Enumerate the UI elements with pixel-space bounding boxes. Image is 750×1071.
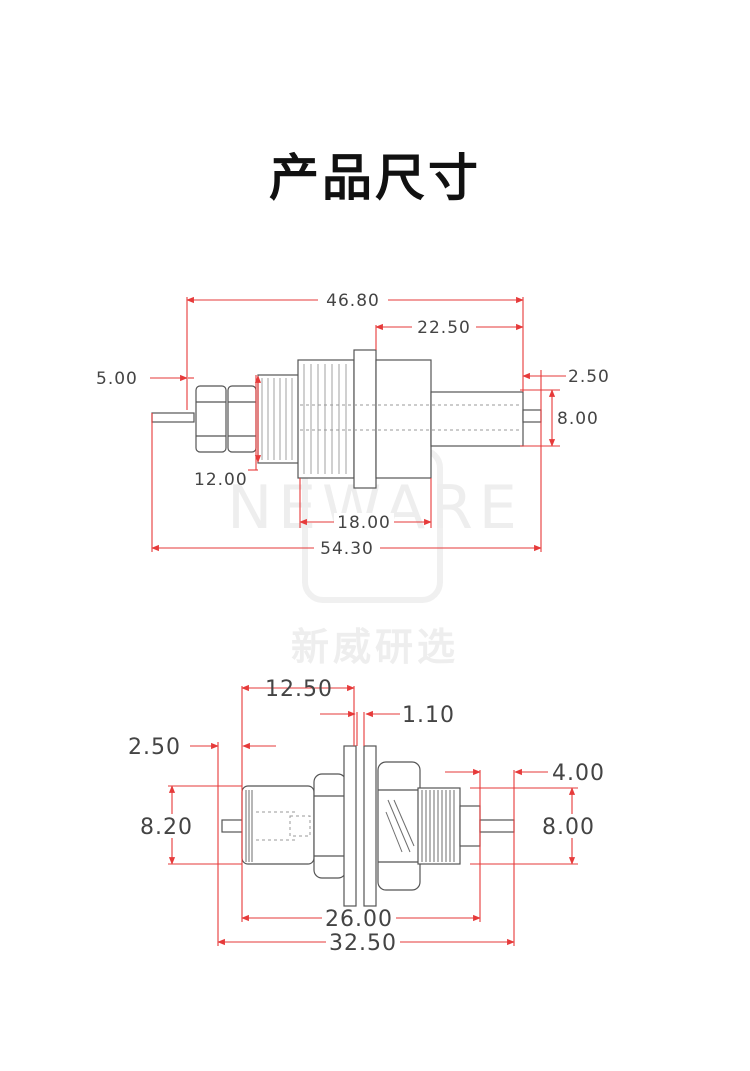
page-title: 产品尺寸 (269, 149, 481, 207)
dim-46-80: 46.80 (326, 291, 380, 311)
bottom-left-pin (221, 819, 245, 833)
dim-26-00: 26.00 (325, 907, 393, 932)
dim-2-50: 2.50 (568, 367, 610, 387)
bottom-view-part (221, 745, 515, 907)
dim-54-30: 54.30 (320, 539, 374, 559)
bottom-right-pin (479, 819, 515, 833)
top-tube (430, 391, 524, 447)
top-thread-body (297, 359, 355, 479)
top-right-pin (522, 409, 542, 423)
dim-4-00: 4.00 (552, 761, 605, 786)
dim-1-10: 1.10 (402, 703, 455, 728)
dim-8-00-bottom: 8.00 (542, 815, 595, 840)
bottom-cap (241, 785, 315, 865)
top-thread-hatch (261, 364, 347, 474)
dim-32-50: 32.50 (329, 931, 397, 956)
bottom-hidden-lines (256, 811, 311, 841)
dim-12-50: 12.50 (265, 677, 333, 702)
bottom-tip (459, 805, 481, 847)
top-left-pin (151, 412, 195, 423)
top-hidden-lines (300, 404, 523, 431)
top-flange (353, 349, 377, 489)
top-small-nut (195, 385, 227, 453)
dim-2-50-bottom: 2.50 (128, 735, 181, 760)
dim-8-20: 8.20 (140, 815, 193, 840)
bottom-washer-2 (363, 745, 377, 907)
dim-22-50: 22.50 (417, 318, 471, 338)
top-view-part (151, 349, 542, 489)
top-body (375, 359, 432, 479)
top-nut-2 (227, 385, 257, 453)
dim-18-00: 18.00 (337, 513, 391, 533)
bottom-washer-1 (343, 745, 357, 907)
bottom-thread (417, 787, 461, 865)
bottom-hatch (245, 790, 455, 862)
bottom-nut-left (313, 773, 347, 879)
bottom-dimension-lines (168, 684, 578, 946)
dim-8-00-top: 8.00 (557, 409, 599, 429)
dim-5-00: 5.00 (96, 369, 138, 389)
bottom-dimension-labels: 12.50 1.10 2.50 4.00 8.20 8.00 26.00 32.… (128, 677, 605, 956)
top-thread (257, 374, 301, 464)
dim-12-00: 12.00 (194, 470, 248, 490)
top-dimension-labels: 46.80 22.50 5.00 2.50 8.00 12.00 18.00 5… (96, 291, 610, 559)
watermark-chinese: 新威研选 (291, 625, 459, 669)
